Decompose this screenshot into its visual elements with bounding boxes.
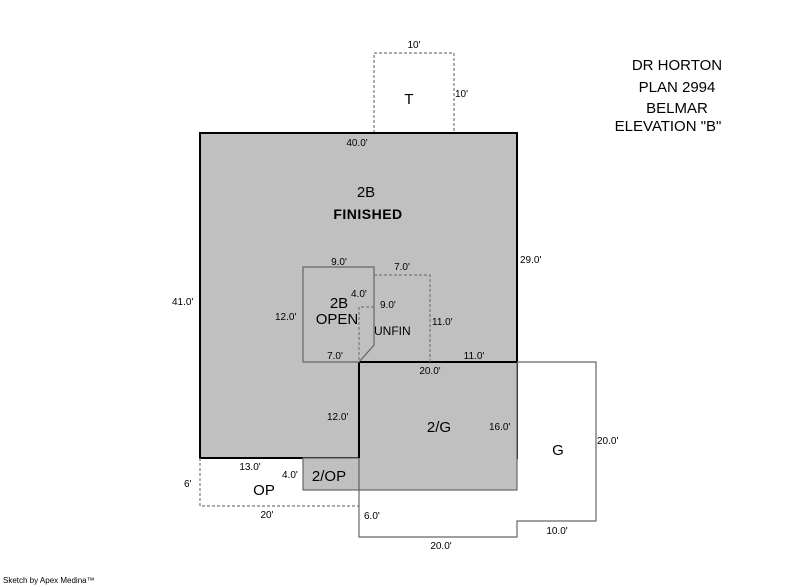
dim-unfin-right: 11.0' xyxy=(432,317,453,328)
label-g: G xyxy=(552,442,564,459)
label-2-g: 2/G xyxy=(427,419,451,436)
dim-open-top: 9.0' xyxy=(331,257,347,268)
header-plan: PLAN 2994 xyxy=(639,79,716,96)
area-op-outline xyxy=(199,458,359,507)
footer-credit: Sketch by Apex Medina™ xyxy=(3,576,95,585)
dim-open-bottom: 7.0' xyxy=(327,351,343,362)
label-op: OP xyxy=(253,482,275,499)
label-t: T xyxy=(404,91,413,108)
dim-garage2-top: 20.0' xyxy=(419,366,440,377)
dim-garage-step: 10.0' xyxy=(546,526,567,537)
dim-garage2-left: 12.0' xyxy=(327,412,348,423)
label-2b: 2B xyxy=(357,184,375,201)
label-finished: FINISHED xyxy=(333,206,402,222)
dim-garage2-right: 16.0' xyxy=(489,422,510,433)
header-elevation: ELEVATION "B" xyxy=(615,118,722,135)
dim-op-top: 13.0' xyxy=(239,462,260,473)
label-open: OPEN xyxy=(316,311,359,328)
dim-main-left: 41.0' xyxy=(172,297,193,308)
header-builder: DR HORTON xyxy=(632,57,722,74)
label-open-2b: 2B xyxy=(330,295,348,312)
dim-op-bottom: 20' xyxy=(260,510,273,521)
label-2-op: 2/OP xyxy=(312,468,346,485)
dim-garage-right: 20.0' xyxy=(597,436,618,447)
dim-garage-left: 6.0' xyxy=(364,511,380,522)
area-t-outline xyxy=(373,52,455,134)
dim-op2-side: 4.0' xyxy=(282,470,298,481)
dim-unfin-top: 7.0' xyxy=(394,262,410,273)
dim-open-left: 12.0' xyxy=(275,312,296,323)
header-community: BELMAR xyxy=(646,100,708,117)
area-unfin-outline xyxy=(358,274,431,362)
area-g-outline xyxy=(358,361,597,538)
dim-t-side: 10' xyxy=(455,89,468,100)
dim-main-top: 40.0' xyxy=(346,138,367,149)
dim-step: 11.0' xyxy=(464,351,485,362)
main-wall-lines xyxy=(358,361,517,458)
dim-main-right: 29.0' xyxy=(520,255,541,266)
area-2b-open xyxy=(302,266,375,363)
label-unfin: UNFIN xyxy=(374,324,411,338)
dim-garage-bottom: 20.0' xyxy=(430,541,451,552)
dim-t-top: 10' xyxy=(407,40,420,51)
dim-open-inner: 9.0' xyxy=(380,300,396,311)
dim-op-left: 6' xyxy=(184,479,192,490)
dim-open-notch: 4.0' xyxy=(351,289,367,300)
